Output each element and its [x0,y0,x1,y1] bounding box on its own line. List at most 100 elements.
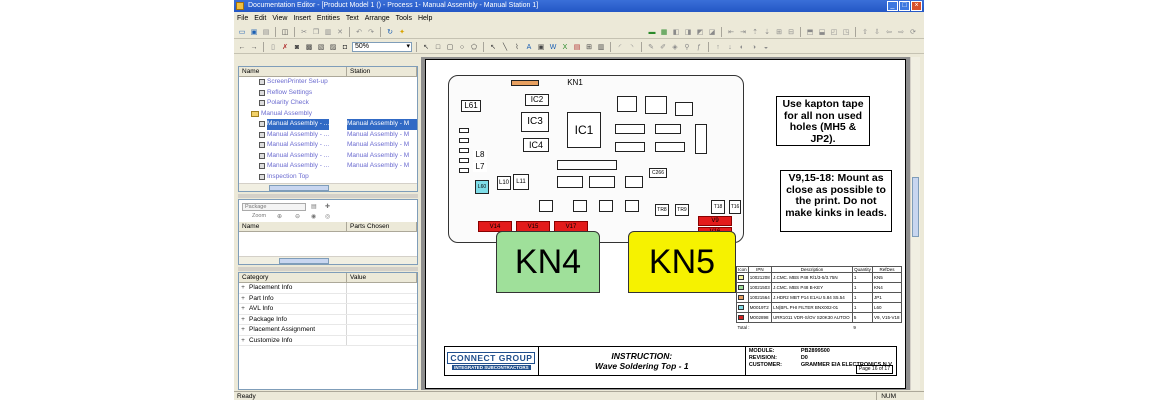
eyedrop-icon[interactable]: ⚲ [684,44,690,51]
help-icon[interactable]: ✦ [399,29,405,36]
tool-b-icon[interactable]: ▦ [660,29,668,36]
menu-help[interactable]: Help [417,15,433,22]
menu-edit[interactable]: Edit [254,15,267,22]
tree-item[interactable]: Manual Assembly - ...Manual Assembly - M [239,161,417,172]
name-column-header[interactable]: Name [239,67,347,76]
tree-item[interactable]: Manual Assembly - ...Manual Assembly - M [239,151,417,162]
arrow-left-icon[interactable]: ⇦ [886,29,892,36]
brush-icon[interactable]: ✐ [660,44,666,51]
expand-icon[interactable]: + [241,315,245,323]
menu-insert[interactable]: Insert [293,15,311,22]
tool-e-icon[interactable]: ◩ [696,29,704,36]
expand-icon[interactable]: + [241,294,245,302]
tree-item[interactable]: Reflow Settings [239,88,417,99]
filter-icon[interactable]: ▤ [311,204,317,210]
misc-a-icon[interactable]: ◐ [739,43,745,51]
arrow-right-icon[interactable]: ⇨ [898,29,904,36]
pin-icon[interactable]: ✚ [325,204,331,210]
doc-b-icon[interactable]: ✗ [282,44,288,51]
misc-c-icon[interactable]: ◒ [763,43,769,51]
expand-icon[interactable]: + [241,284,245,291]
property-group[interactable]: +Part Info [239,293,417,304]
arrow-down2-icon[interactable]: ↓ [728,43,732,51]
doc-e-icon[interactable]: ▧ [317,44,325,51]
rounded-rect-icon[interactable]: ▢ [446,44,454,51]
line-icon[interactable]: ╲ [502,44,508,51]
align-a-icon[interactable]: ⇤ [728,29,734,36]
polygon-icon[interactable]: ⬠ [470,44,478,51]
expand-icon[interactable]: + [241,336,245,344]
tree-folder[interactable]: Manual Assembly [239,109,417,120]
maximize-button[interactable]: □ [899,1,910,11]
word-icon[interactable]: W [549,43,557,51]
property-group[interactable]: +AVL Info [239,304,417,315]
order-c-icon[interactable]: ◰ [830,29,838,36]
delete-icon[interactable]: ✕ [337,29,343,36]
order-b-icon[interactable]: ⬓ [818,29,826,36]
rectangle-icon[interactable]: □ [435,43,441,51]
tree-item[interactable]: Manual Assembly - ...Manual Assembly - M [239,140,417,151]
zoom-out-icon[interactable]: ⊖ [295,214,301,220]
minimize-button[interactable]: _ [887,1,898,11]
doc-g-icon[interactable]: ◘ [342,43,348,51]
close-button[interactable]: × [911,1,922,11]
image-icon[interactable]: ▣ [537,44,545,51]
doc-a-icon[interactable]: ▯ [271,44,275,51]
pdf-icon[interactable]: ▤ [573,44,581,51]
splitter-handle[interactable] [238,267,418,271]
arrow-line-icon[interactable]: ↖ [490,44,496,51]
preview-icon[interactable]: ◫ [281,29,289,36]
document-page[interactable]: KN1 IC1 IC2 IC3 IC4 L61 L8 L7 L10 L11 L6… [425,59,906,389]
locate-icon[interactable]: ◎ [325,214,331,220]
menu-arrange[interactable]: Arrange [364,15,390,22]
property-group[interactable]: +Placement Info [239,283,417,294]
menu-text[interactable]: Text [345,15,359,22]
property-group[interactable]: +Customize Info [239,335,417,346]
align-c-icon[interactable]: ⇡ [752,29,758,36]
polyline-icon[interactable]: ⌇ [515,44,519,51]
doc-d-icon[interactable]: ▩ [305,44,313,51]
canvas-vertical-scrollbar[interactable] [910,57,920,390]
arrow-up-icon[interactable]: ⇧ [862,29,868,36]
parts-horizontal-scrollbar[interactable] [239,256,417,264]
doc-c-icon[interactable]: ◙ [294,43,300,51]
category-column-header[interactable]: Category [239,273,347,282]
tree-horizontal-scrollbar[interactable] [239,183,417,191]
tool-d-icon[interactable]: ◨ [684,29,692,36]
zoom-select[interactable]: 50% [352,42,412,52]
order-d-icon[interactable]: ◳ [842,29,850,36]
package-select[interactable]: Package [242,203,306,211]
new-icon[interactable]: ▭ [238,29,246,36]
order-a-icon[interactable]: ⬒ [806,29,814,36]
forward-icon[interactable]: → [250,43,258,51]
font-icon[interactable]: ƒ [697,43,701,51]
refresh-icon[interactable]: ↻ [387,29,393,36]
document-canvas[interactable]: KN1 IC1 IC2 IC3 IC4 L61 L8 L7 L10 L11 L6… [421,57,910,390]
redo-icon[interactable]: ↷ [368,29,374,36]
align-e-icon[interactable]: ⊞ [776,29,782,36]
text-icon[interactable]: A [526,43,532,51]
tool-a-icon[interactable]: ▬ [648,28,656,36]
paste-icon[interactable]: ▥ [324,29,332,36]
menu-view[interactable]: View [272,15,288,22]
pointer-icon[interactable]: ↖ [423,44,429,51]
open-icon[interactable]: ▤ [262,29,270,36]
rotate-icon[interactable]: ⟳ [910,29,916,36]
property-group[interactable]: +Package Info [239,314,417,325]
shape-b-icon[interactable]: ◝ [630,44,634,51]
undo-icon[interactable]: ↶ [356,29,362,36]
tree-item[interactable]: Manual Assembly - ...Manual Assembly - M [239,130,417,141]
tool-f-icon[interactable]: ◪ [708,29,716,36]
parts-name-header[interactable]: Name [239,222,347,231]
pen-icon[interactable]: ✎ [648,44,654,51]
parts-chosen-header[interactable]: Parts Chosen [347,222,417,231]
menu-tools[interactable]: Tools [395,15,412,22]
arrow-down-icon[interactable]: ⇩ [874,29,880,36]
doc-f-icon[interactable]: ▨ [329,44,337,51]
align-f-icon[interactable]: ⊟ [788,29,794,36]
ellipse-icon[interactable]: ○ [459,43,465,51]
align-b-icon[interactable]: ⇥ [740,29,746,36]
excel-icon[interactable]: X [562,43,568,51]
expand-icon[interactable]: + [241,305,245,312]
tree-item[interactable]: Polarity Check [239,98,417,109]
